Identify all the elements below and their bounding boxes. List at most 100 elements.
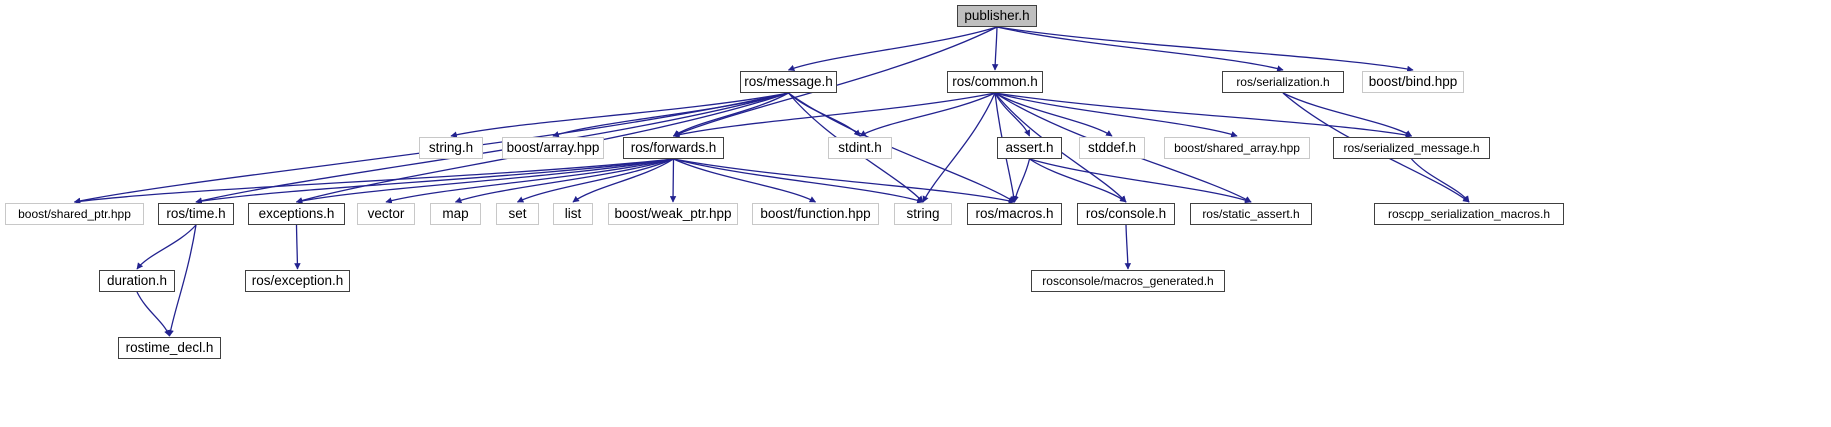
graph-node-label: ros/static_assert.h [1202, 207, 1300, 221]
graph-node-set[interactable]: set [496, 203, 539, 225]
graph-node-arrayhpp[interactable]: boost/array.hpp [502, 137, 604, 159]
graph-edge-common-to-forwards [672, 92, 996, 138]
graph-edge-forwards-to-list [572, 158, 674, 203]
graph-edge-forwards-to-time [195, 158, 674, 205]
graph-node-label: ros/message.h [744, 74, 833, 90]
graph-node-map[interactable]: map [430, 203, 481, 225]
graph-node-label: roscpp_serialization_macros.h [1387, 207, 1551, 221]
graph-edge-time-to-duration [136, 224, 197, 270]
graph-edge-common-to-console [994, 92, 1127, 203]
graph-edge-publisher-to-message [787, 26, 998, 72]
graph-node-serialmsg[interactable]: ros/serialized_message.h [1333, 137, 1490, 159]
graph-node-label: set [508, 206, 527, 222]
graph-node-string[interactable]: string [894, 203, 952, 225]
graph-node-assert[interactable]: assert.h [997, 137, 1062, 159]
graph-node-sharedarray[interactable]: boost/shared_array.hpp [1164, 137, 1310, 159]
graph-edge-forwards-to-functionhpp [673, 158, 817, 203]
graph-node-label: ros/forwards.h [630, 140, 717, 156]
graph-node-roscppmacros[interactable]: roscpp_serialization_macros.h [1374, 203, 1564, 225]
graph-node-bindhpp[interactable]: boost/bind.hpp [1362, 71, 1464, 93]
graph-node-label: exceptions.h [258, 206, 335, 222]
graph-node-label: duration.h [106, 273, 168, 289]
graph-node-label: boost/array.hpp [506, 140, 600, 156]
graph-node-label: boost/shared_array.hpp [1174, 141, 1300, 155]
graph-node-serialization[interactable]: ros/serialization.h [1222, 71, 1344, 93]
graph-edge-message-to-stdint [788, 92, 861, 137]
graph-node-stddef[interactable]: stddef.h [1079, 137, 1145, 159]
graph-edge-message-to-forwards [672, 92, 789, 137]
graph-node-label: boost/shared_ptr.hpp [18, 207, 131, 221]
graph-edge-forwards-to-vector [385, 158, 674, 204]
graph-node-label: ros/serialization.h [1236, 75, 1330, 89]
graph-node-macrosgen[interactable]: rosconsole/macros_generated.h [1031, 270, 1225, 292]
graph-edge-forwards-to-map [454, 158, 674, 204]
graph-node-label: boost/bind.hpp [1368, 74, 1458, 90]
graph-node-vector[interactable]: vector [357, 203, 415, 225]
graph-node-duration[interactable]: duration.h [99, 270, 175, 292]
graph-edge-message-to-sharedptr [73, 92, 789, 205]
graph-edge-console-to-macrosgen [1124, 224, 1132, 270]
graph-edge-exceptions-to-rosexception [294, 224, 301, 270]
graph-node-label: ros/serialized_message.h [1343, 141, 1480, 155]
graph-node-rosexception[interactable]: ros/exception.h [245, 270, 350, 292]
graph-edge-forwards-to-string [673, 158, 924, 204]
graph-node-label: boost/weak_ptr.hpp [614, 206, 732, 222]
graph-node-sharedptr[interactable]: boost/shared_ptr.hpp [5, 203, 144, 225]
graph-node-label: ros/console.h [1085, 206, 1167, 222]
graph-edge-assert-to-console [1029, 158, 1127, 203]
graph-node-label: stdint.h [838, 140, 882, 156]
graph-edge-serialization-to-serialmsg [1282, 92, 1413, 137]
graph-edge-forwards-to-set [516, 158, 674, 203]
graph-node-label: ros/macros.h [975, 206, 1054, 222]
graph-node-label: ros/common.h [952, 74, 1038, 90]
graph-edge-common-to-serialmsg [994, 92, 1413, 139]
graph-edge-forwards-to-exceptions [295, 158, 674, 205]
graph-node-forwards[interactable]: ros/forwards.h [623, 137, 724, 159]
graph-edge-common-to-stdint [859, 92, 996, 137]
graph-node-label: string [906, 206, 940, 222]
graph-node-label: assert.h [1005, 140, 1054, 156]
graph-node-label: ros/exception.h [251, 273, 344, 289]
graph-node-label: map [442, 206, 469, 222]
graph-edge-common-to-assert [994, 92, 1031, 137]
graph-node-console[interactable]: ros/console.h [1077, 203, 1175, 225]
graph-node-label: rosconsole/macros_generated.h [1042, 274, 1214, 288]
graph-edge-common-to-sharedarray [994, 92, 1238, 138]
graph-node-staticassert[interactable]: ros/static_assert.h [1190, 203, 1312, 225]
graph-node-exceptions[interactable]: exceptions.h [248, 203, 345, 225]
graph-edge-common-to-stddef [994, 92, 1113, 137]
graph-edge-publisher-to-serialization [996, 26, 1284, 72]
graph-node-macros[interactable]: ros/macros.h [967, 203, 1062, 225]
graph-edge-message-to-stringh [450, 92, 789, 138]
graph-node-label: string.h [428, 140, 474, 156]
graph-node-label: rostime_decl.h [125, 340, 214, 356]
graph-node-rostimedecl[interactable]: rostime_decl.h [118, 337, 221, 359]
graph-node-label: boost/function.hpp [760, 206, 871, 222]
graph-edge-forwards-to-weakptr [669, 158, 677, 203]
graph-edge-serialmsg-to-roscppmacros [1411, 158, 1470, 203]
graph-edge-common-to-string [922, 92, 996, 203]
graph-edge-publisher-to-bindhpp [996, 26, 1414, 73]
graph-node-label: stddef.h [1087, 140, 1137, 156]
graph-node-time[interactable]: ros/time.h [158, 203, 234, 225]
graph-node-label: list [564, 206, 582, 222]
graph-node-stdint[interactable]: stdint.h [828, 137, 892, 159]
graph-edge-assert-to-staticassert [1029, 158, 1252, 204]
graph-edge-forwards-to-sharedptr [73, 158, 674, 205]
graph-edge-assert-to-macros [1012, 158, 1031, 203]
graph-edge-message-to-macros [788, 92, 1016, 203]
graph-node-publisher[interactable]: publisher.h [957, 5, 1037, 27]
graph-node-label: vector [367, 206, 405, 222]
graph-edge-forwards-to-macros [673, 158, 1016, 204]
graph-node-common[interactable]: ros/common.h [947, 71, 1043, 93]
graph-edge-duration-to-rostimedecl [136, 291, 171, 337]
graph-node-label: ros/time.h [166, 206, 226, 222]
graph-edge-publisher-to-common [991, 26, 999, 71]
graph-node-message[interactable]: ros/message.h [740, 71, 837, 93]
graph-edge-time-to-rostimedecl [167, 224, 197, 337]
graph-node-functionhpp[interactable]: boost/function.hpp [752, 203, 879, 225]
graph-node-stringh[interactable]: string.h [419, 137, 483, 159]
graph-node-list[interactable]: list [553, 203, 593, 225]
graph-node-weakptr[interactable]: boost/weak_ptr.hpp [608, 203, 738, 225]
